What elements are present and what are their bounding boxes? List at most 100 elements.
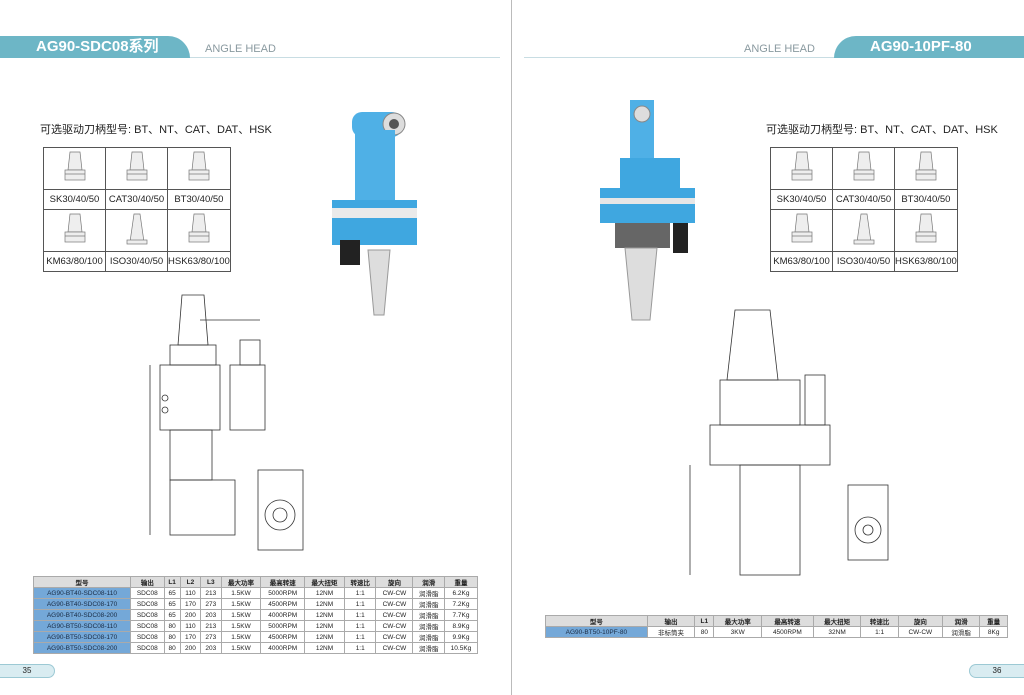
- table-cell: 1.5KW: [220, 642, 262, 654]
- column-header: L3: [200, 576, 222, 588]
- table-cell: SDC08: [130, 587, 165, 599]
- holder-image-cell: [894, 147, 958, 190]
- table-cell: 1.5KW: [220, 587, 262, 599]
- table-cell: 4500RPM: [260, 631, 306, 643]
- holder-label: KM63/80/100: [43, 251, 106, 272]
- column-header: 润滑: [941, 615, 981, 627]
- holder-image-cell: [105, 147, 168, 190]
- table-cell: 32NM: [812, 626, 862, 638]
- table-cell: 9.9Kg: [443, 631, 479, 643]
- table-cell: 4500RPM: [260, 598, 306, 610]
- right-page-number: 36: [969, 664, 1024, 678]
- right-technical-drawing: [689, 309, 889, 576]
- tool-holder-icon: [126, 213, 147, 245]
- table-cell: 润滑脂: [412, 609, 445, 621]
- holder-label: HSK63/80/100: [894, 251, 958, 272]
- table-cell: 203: [200, 609, 222, 621]
- tool-holder-icon: [126, 151, 147, 181]
- holder-label: ISO30/40/50: [832, 251, 895, 272]
- table-cell: 1:1: [343, 609, 377, 621]
- column-header: 润滑: [412, 576, 445, 588]
- column-header: 转速比: [343, 576, 377, 588]
- table-cell: CW-CW: [897, 626, 943, 638]
- table-cell: 12NM: [304, 609, 345, 621]
- left-title-band: AG90-SDC08系列: [0, 36, 190, 58]
- table-cell: 80: [694, 626, 715, 638]
- table-cell: CW-CW: [375, 609, 414, 621]
- table-cell: 4000RPM: [260, 609, 306, 621]
- tool-holder-icon: [853, 213, 874, 245]
- table-cell: 110: [179, 620, 202, 632]
- tool-holder-icon: [64, 213, 85, 243]
- holder-label: CAT30/40/50: [832, 189, 895, 210]
- tool-holder-icon: [853, 151, 874, 181]
- column-header: 输出: [130, 576, 165, 588]
- table-cell: 12NM: [304, 631, 345, 643]
- table-cell: 12NM: [304, 598, 345, 610]
- table-cell: 110: [179, 587, 202, 599]
- page-divider: [511, 0, 512, 695]
- table-cell: 80: [163, 620, 181, 632]
- table-cell: 12NM: [304, 587, 345, 599]
- tool-holder-icon: [791, 151, 812, 181]
- model-cell: AG90-BT50-10PF-80: [545, 626, 648, 638]
- column-header: 重量: [443, 576, 479, 588]
- left-page-number: 35: [0, 664, 55, 678]
- holder-image-cell: [894, 209, 958, 252]
- table-cell: 1:1: [343, 598, 377, 610]
- table-cell: 6.2Kg: [443, 587, 479, 599]
- table-cell: 1:1: [343, 642, 377, 654]
- tool-holder-icon: [915, 213, 937, 243]
- column-header: 最大扭矩: [304, 576, 345, 588]
- column-header: 最大功率: [713, 615, 762, 627]
- table-cell: 10.5Kg: [443, 642, 479, 654]
- table-cell: 润滑脂: [412, 642, 445, 654]
- table-cell: 4000RPM: [260, 642, 306, 654]
- table-cell: SDC08: [130, 631, 165, 643]
- tool-holder-icon: [188, 151, 210, 181]
- holder-image-cell: [43, 147, 106, 190]
- header-rule: [0, 57, 500, 58]
- table-cell: 非标筒夹: [646, 626, 696, 638]
- table-cell: 1:1: [343, 587, 377, 599]
- holder-label: BT30/40/50: [167, 189, 231, 210]
- table-cell: CW-CW: [375, 642, 414, 654]
- table-cell: 273: [200, 631, 222, 643]
- table-cell: SDC08: [130, 609, 165, 621]
- column-header: 最高转速: [260, 576, 306, 588]
- table-cell: 170: [179, 631, 202, 643]
- tool-holder-icon: [915, 151, 937, 181]
- column-header: 最高转速: [760, 615, 814, 627]
- table-cell: 3KW: [713, 626, 762, 638]
- holder-label: CAT30/40/50: [105, 189, 168, 210]
- column-header: 输出: [646, 615, 696, 627]
- column-header: L1: [163, 576, 181, 588]
- holder-image-cell: [43, 209, 106, 252]
- table-cell: 65: [163, 598, 181, 610]
- model-cell: AG90-BT40-SDC08-170: [32, 598, 132, 610]
- header-rule: [524, 57, 1024, 58]
- holder-label: ISO30/40/50: [105, 251, 168, 272]
- table-cell: 170: [179, 598, 202, 610]
- table-cell: 8Kg: [979, 626, 1008, 638]
- left-technical-drawing: [149, 294, 304, 551]
- table-cell: 1.5KW: [220, 609, 262, 621]
- holder-image-cell: [167, 147, 231, 190]
- column-header: 旋向: [897, 615, 943, 627]
- table-cell: 1.5KW: [220, 598, 262, 610]
- right-subtitle: 可选驱动刀柄型号: BT、NT、CAT、DAT、HSK: [766, 124, 998, 136]
- table-cell: 5000RPM: [260, 587, 306, 599]
- table-cell: 273: [200, 598, 222, 610]
- table-cell: CW-CW: [375, 587, 414, 599]
- model-cell: AG90-BT50-SDC08-170: [32, 631, 132, 643]
- table-cell: 润滑脂: [412, 631, 445, 643]
- column-header: L1: [694, 615, 715, 627]
- table-cell: 润滑脂: [412, 587, 445, 599]
- holder-label: HSK63/80/100: [167, 251, 231, 272]
- column-header: 最大扭矩: [812, 615, 862, 627]
